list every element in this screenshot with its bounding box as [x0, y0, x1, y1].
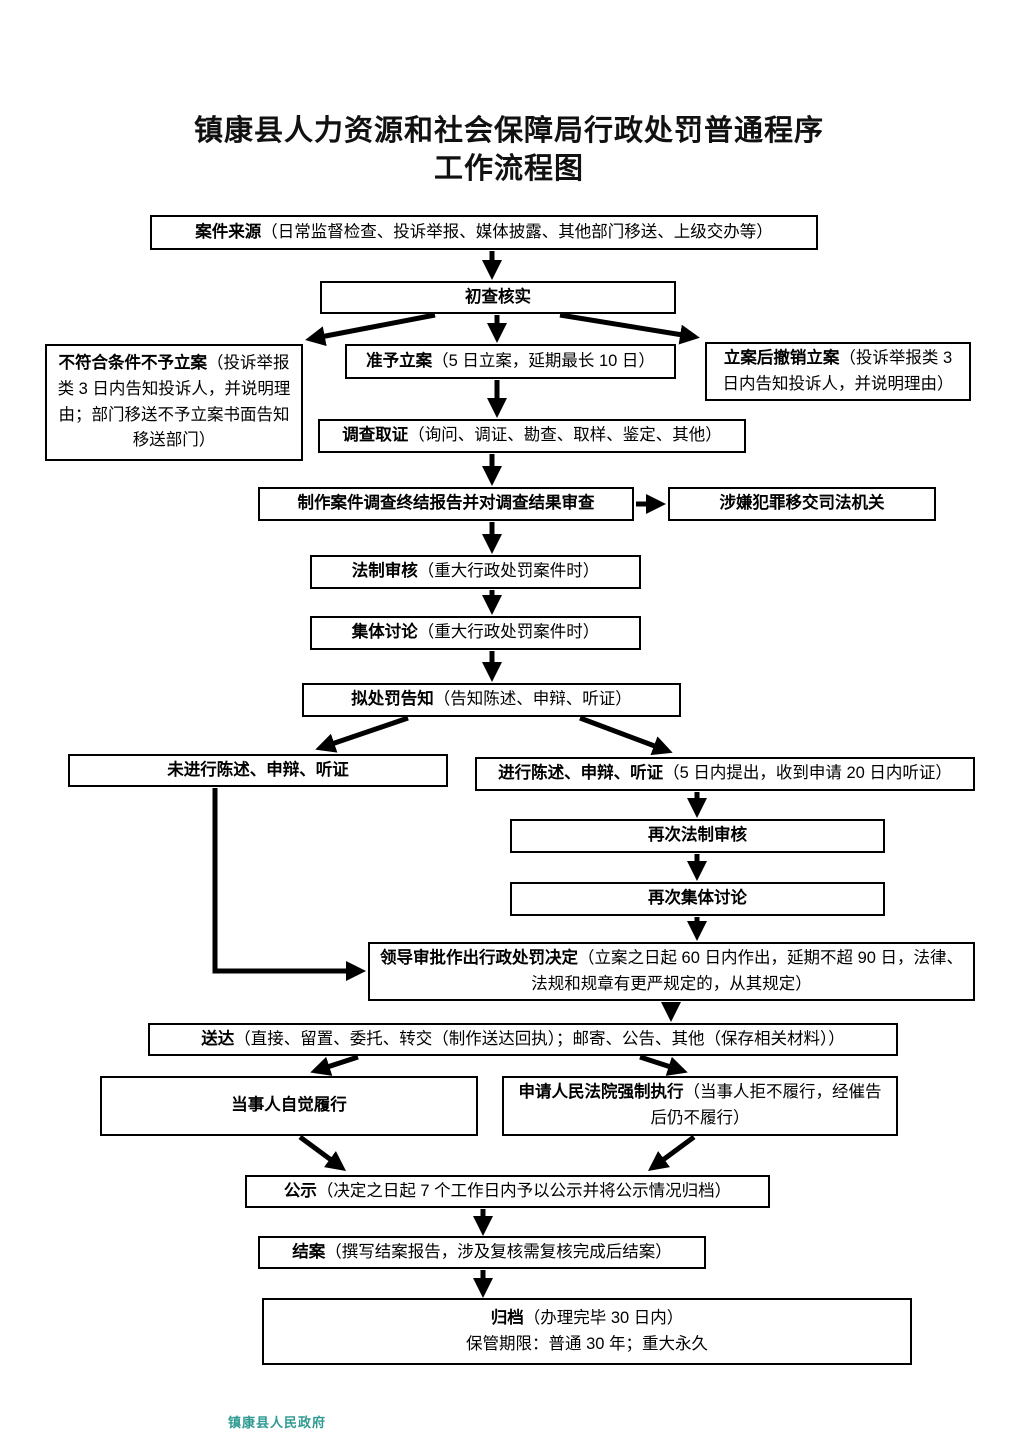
- node-collective-discussion-text: 集体讨论（重大行政处罚案件时）: [352, 620, 600, 646]
- node-no-case: 不符合条件不予立案（投诉举报类 3 日内告知投诉人，并说明理由；部门移送不予立案…: [45, 344, 303, 461]
- node-archive-line2: 保管期限：普通 30 年；重大永久: [466, 1332, 708, 1358]
- node-second-collective-discussion-text: 再次集体讨论: [648, 886, 747, 912]
- arrow-check-to-nocase: [305, 312, 436, 346]
- node-case-source-text: 案件来源（日常监督检查、投诉举报、媒体披露、其他部门移送、上级交办等）: [195, 220, 773, 246]
- node-case-closing-text: 结案（撰写结案报告，涉及复核需复核完成后结案）: [292, 1240, 672, 1266]
- node-case-closing-label: 结案: [292, 1242, 326, 1261]
- node-collective-discussion-detail: （重大行政处罚案件时）: [417, 623, 600, 642]
- node-leader-approval-detail: （立案之日起 60 日内作出，延期不超 90 日，法律、法规和规章有更严规定的，…: [531, 948, 964, 993]
- node-collective-discussion-label: 集体讨论: [351, 623, 418, 642]
- node-voluntary-performance-label: 当事人自觉履行: [231, 1096, 347, 1115]
- page-title: 镇康县人力资源和社会保障局行政处罚普通程序 工作流程图: [0, 112, 1018, 189]
- node-archive-detail: （办理完毕 30 日内）: [523, 1308, 684, 1327]
- node-statement: 进行陈述、申辩、听证（5 日内提出，收到申请 20 日内听证）: [475, 757, 975, 791]
- node-case-closing: 结案（撰写结案报告，涉及复核需复核完成后结案）: [258, 1236, 706, 1269]
- node-withdraw-case-detail: （投诉举报类 3 日内告知投诉人，并说明理由）: [722, 348, 954, 393]
- node-voluntary-performance: 当事人自觉履行: [100, 1076, 478, 1136]
- node-archive-text: 归档（办理完毕 30 日内） 保管期限：普通 30 年；重大永久: [466, 1306, 708, 1357]
- node-final-report-label: 制作案件调查终结报告并对调查结果审查: [297, 494, 595, 513]
- page-title-line1: 镇康县人力资源和社会保障局行政处罚普通程序: [193, 115, 824, 147]
- node-archive-retention: 保管期限：普通 30 年；重大永久: [465, 1334, 709, 1353]
- node-no-statement-label: 未进行陈述、申辩、听证: [167, 760, 349, 779]
- page-title-line2: 工作流程图: [433, 153, 584, 186]
- arrow-delivery-to-voluntary: [310, 1054, 359, 1076]
- node-no-statement-text: 未进行陈述、申辩、听证: [167, 758, 349, 784]
- node-initial-check-text: 初查核实: [465, 285, 531, 311]
- arrow-check-to-withdraw: [559, 312, 700, 345]
- arrow-delivery-to-enforcement: [639, 1054, 688, 1076]
- node-leader-approval-label: 领导审批作出行政处罚决定: [379, 948, 578, 967]
- node-withdraw-case-label: 立案后撤销立案: [723, 348, 840, 367]
- node-court-enforcement-text: 申请人民法院强制执行（当事人拒不履行，经催告后仍不履行）: [512, 1080, 888, 1131]
- node-second-legal-review-label: 再次法制审核: [648, 826, 747, 845]
- node-publicity-label: 公示: [283, 1181, 317, 1200]
- node-court-enforcement-detail: （当事人拒不履行，经催告后仍不履行）: [650, 1083, 882, 1127]
- node-approve-case-text: 准予立案（5 日立案，延期最长 10 日）: [366, 349, 655, 375]
- node-withdraw-case-text: 立案后撤销立案（投诉举报类 3 日内告知投诉人，并说明理由）: [715, 346, 961, 397]
- node-case-closing-detail: （撰写结案报告，涉及复核需复核完成后结案）: [325, 1242, 672, 1261]
- node-case-source: 案件来源（日常监督检查、投诉举报、媒体披露、其他部门移送、上级交办等）: [150, 215, 818, 250]
- node-penalty-notice-label: 拟处罚告知: [351, 690, 434, 709]
- node-final-report: 制作案件调查终结报告并对调查结果审查: [258, 487, 634, 521]
- node-second-collective-discussion: 再次集体讨论: [510, 882, 885, 916]
- node-investigation-label: 调查取证: [342, 426, 409, 445]
- arrow-voluntary-to-publicity: [298, 1134, 347, 1171]
- node-publicity: 公示（决定之日起 7 个工作日内予以公示并将公示情况归档）: [245, 1175, 770, 1208]
- node-penalty-notice-text: 拟处罚告知（告知陈述、申辩、听证）: [351, 687, 632, 713]
- node-final-report-text: 制作案件调查终结报告并对调查结果审查: [298, 491, 595, 517]
- node-judicial-transfer-label: 涉嫌犯罪移交司法机关: [719, 494, 885, 513]
- node-delivery: 送达（直接、留置、委托、转交（制作送达回执）；邮寄、公告、其他（保存相关材料））: [148, 1023, 898, 1056]
- node-no-case-label: 不符合条件不予立案: [58, 354, 208, 373]
- node-approve-case: 准予立案（5 日立案，延期最长 10 日）: [345, 344, 676, 379]
- node-voluntary-performance-text: 当事人自觉履行: [231, 1093, 347, 1119]
- node-withdraw-case: 立案后撤销立案（投诉举报类 3 日内告知投诉人，并说明理由）: [705, 342, 971, 401]
- node-case-source-label: 案件来源: [195, 222, 262, 241]
- node-delivery-text: 送达（直接、留置、委托、转交（制作送达回执）；邮寄、公告、其他（保存相关材料））: [201, 1027, 845, 1053]
- site-watermark: 镇康县人民政府: [228, 1415, 327, 1430]
- node-penalty-notice-detail: （告知陈述、申辩、听证）: [433, 690, 632, 709]
- node-investigation-text: 调查取证（询问、调证、勘查、取样、鉴定、其他）: [342, 423, 722, 449]
- node-initial-check-label: 初查核实: [465, 287, 531, 306]
- node-no-case-detail: （投诉举报类 3 日内告知投诉人，并说明理由；部门移送不予立案书面告知移送部门）: [57, 354, 291, 450]
- node-leader-approval: 领导审批作出行政处罚决定（立案之日起 60 日内作出，延期不超 90 日，法律、…: [368, 942, 975, 1001]
- arrow-notice-to-statement: [579, 715, 673, 756]
- node-approve-case-label: 准予立案: [366, 351, 433, 370]
- node-second-legal-review-text: 再次法制审核: [648, 823, 747, 849]
- node-no-case-text: 不符合条件不予立案（投诉举报类 3 日内告知投诉人，并说明理由；部门移送不予立案…: [55, 351, 293, 453]
- arrow-nostatement-to-leader: [212, 788, 366, 981]
- node-delivery-detail: （直接、留置、委托、转交（制作送达回执）；邮寄、公告、其他（保存相关材料））: [234, 1029, 845, 1048]
- node-publicity-text: 公示（决定之日起 7 个工作日内予以公示并将公示情况归档）: [284, 1179, 731, 1205]
- node-legal-review-detail: （重大行政处罚案件时）: [417, 562, 600, 581]
- node-no-statement: 未进行陈述、申辩、听证: [68, 754, 448, 787]
- node-delivery-label: 送达: [201, 1029, 235, 1048]
- node-second-legal-review: 再次法制审核: [510, 819, 885, 853]
- node-statement-detail: （5 日内提出，收到申请 20 日内听证）: [663, 764, 952, 783]
- node-judicial-transfer: 涉嫌犯罪移交司法机关: [668, 487, 936, 521]
- node-penalty-notice: 拟处罚告知（告知陈述、申辩、听证）: [302, 683, 681, 717]
- node-legal-review: 法制审核（重大行政处罚案件时）: [310, 555, 641, 589]
- node-archive-label: 归档: [490, 1308, 524, 1327]
- node-investigation-detail: （询问、调证、勘查、取样、鉴定、其他）: [408, 426, 722, 445]
- node-leader-approval-text: 领导审批作出行政处罚决定（立案之日起 60 日内作出，延期不超 90 日，法律、…: [378, 946, 965, 997]
- node-statement-label: 进行陈述、申辩、听证: [498, 764, 664, 783]
- node-approve-case-detail: （5 日立案，延期最长 10 日）: [432, 351, 655, 370]
- node-archive-line1: 归档（办理完毕 30 日内）: [466, 1306, 708, 1332]
- node-case-source-detail: （日常监督检查、投诉举报、媒体披露、其他部门移送、上级交办等）: [261, 222, 773, 241]
- node-initial-check: 初查核实: [320, 281, 676, 314]
- node-legal-review-label: 法制审核: [351, 562, 418, 581]
- node-statement-text: 进行陈述、申辩、听证（5 日内提出，收到申请 20 日内听证）: [498, 761, 952, 787]
- node-investigation: 调查取证（询问、调证、勘查、取样、鉴定、其他）: [318, 419, 746, 453]
- node-court-enforcement-label: 申请人民法院强制执行: [518, 1083, 684, 1102]
- node-collective-discussion: 集体讨论（重大行政处罚案件时）: [310, 616, 641, 650]
- node-legal-review-text: 法制审核（重大行政处罚案件时）: [352, 559, 600, 585]
- node-judicial-transfer-text: 涉嫌犯罪移交司法机关: [720, 491, 885, 517]
- node-second-collective-discussion-label: 再次集体讨论: [648, 889, 747, 908]
- node-publicity-detail: （决定之日起 7 个工作日内予以公示并将公示情况归档）: [316, 1181, 732, 1200]
- node-archive: 归档（办理完毕 30 日内） 保管期限：普通 30 年；重大永久: [262, 1298, 912, 1365]
- arrow-enforcement-to-publicity: [647, 1134, 696, 1171]
- node-court-enforcement: 申请人民法院强制执行（当事人拒不履行，经催告后仍不履行）: [502, 1076, 898, 1136]
- arrow-notice-to-nostatement: [315, 715, 409, 753]
